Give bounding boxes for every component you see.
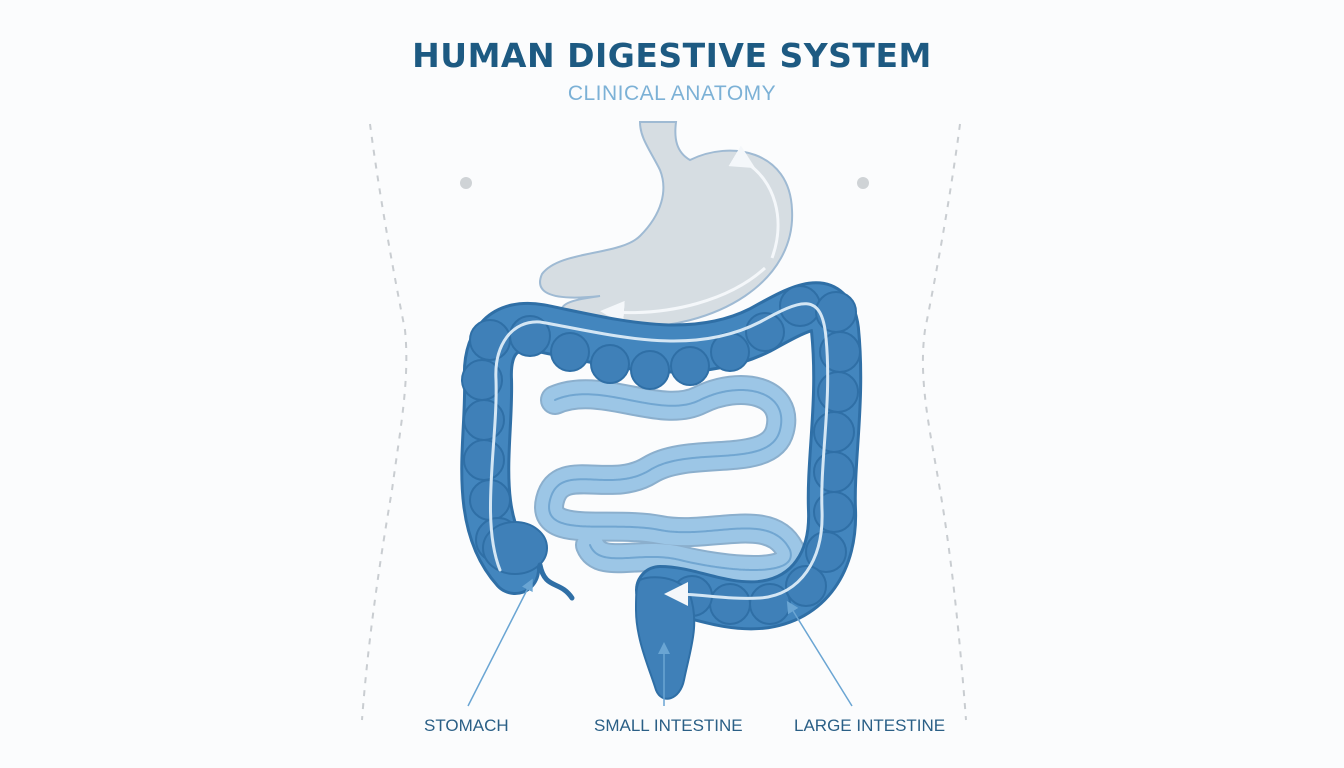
large-intestine-organ xyxy=(460,281,863,700)
landmark-dot-left xyxy=(460,177,472,189)
body-outline-left xyxy=(361,123,408,721)
diagram-title: HUMAN DIGESTIVE SYSTEM xyxy=(412,36,932,75)
label-large-intestine: LARGE INTESTINE xyxy=(794,716,946,735)
body-outline-right xyxy=(921,123,967,721)
stomach-pointer-line xyxy=(467,578,533,707)
landmark-dot-right xyxy=(857,177,869,189)
large-intestine-pointer-line xyxy=(786,600,853,707)
label-stomach: STOMACH xyxy=(424,716,509,735)
diagram-subtitle: CLINICAL ANATOMY xyxy=(567,82,777,105)
small-intestine-organ xyxy=(534,375,806,585)
label-small-intestine: SMALL INTESTINE xyxy=(594,716,743,735)
stomach-organ xyxy=(539,121,794,330)
